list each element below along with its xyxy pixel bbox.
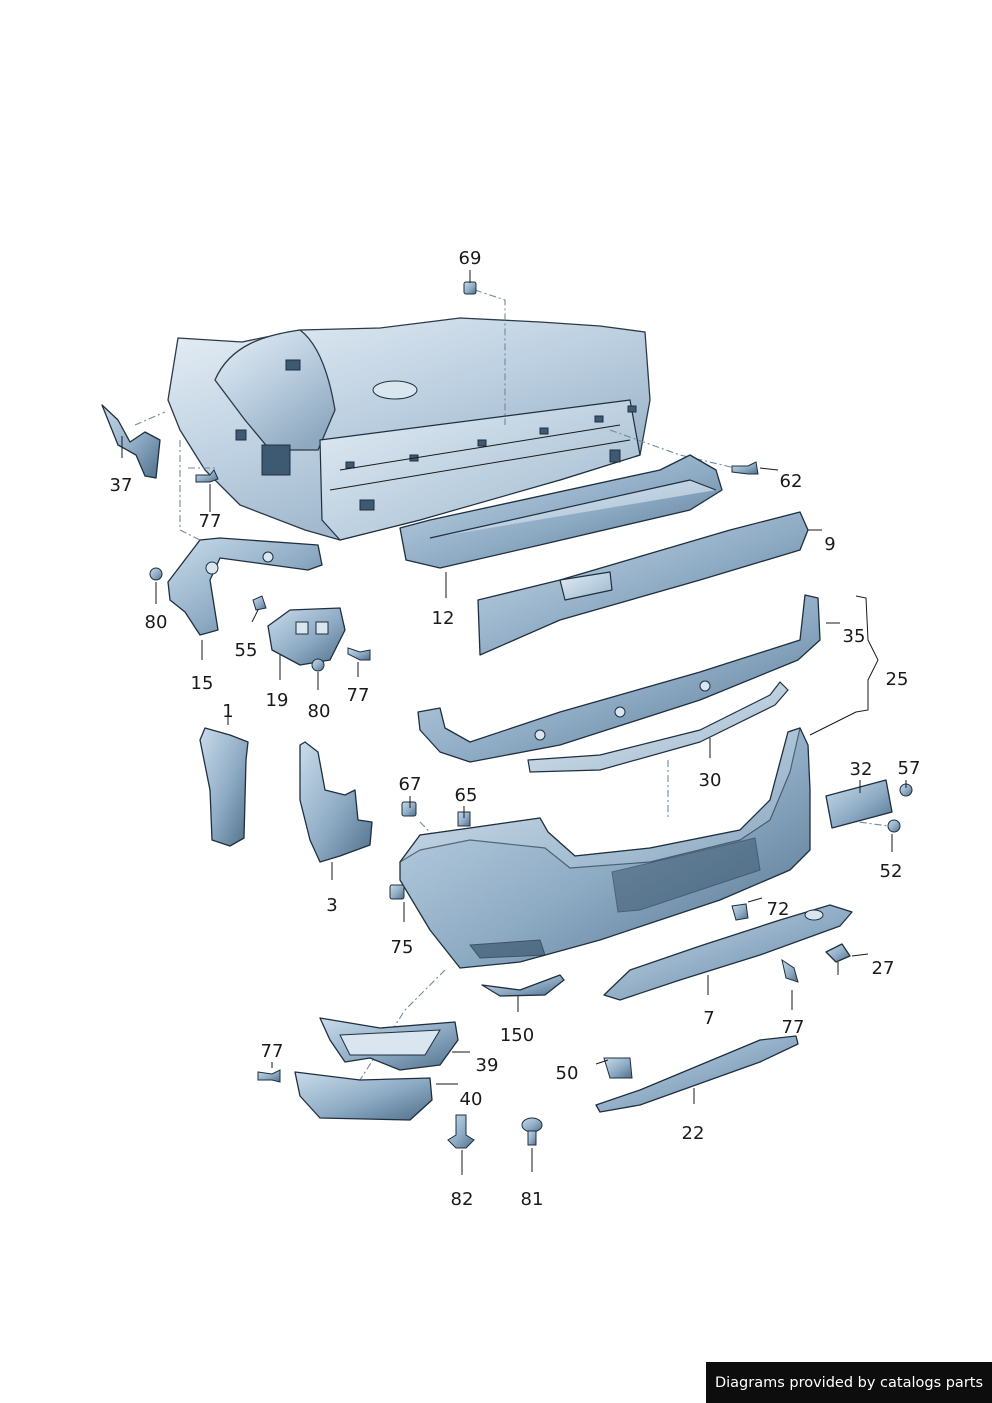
screw-77d [257,1069,281,1083]
strip-part-150 [481,974,565,997]
mounting-rail-part-35 [417,594,821,763]
cap-part-27 [825,943,851,975]
callout-72: 72 [766,899,790,920]
cover-part-40 [294,1071,433,1121]
callout-40: 40 [459,1089,483,1110]
diffuser-part-7 [603,904,853,1001]
leader-lines [121,270,907,1175]
callout-80: 80 [144,612,168,633]
bracket-part-19 [267,607,346,666]
nut-80b [311,658,325,672]
impact-beam-part-12 [399,454,723,569]
callout-9: 9 [824,534,836,555]
callout-67: 67 [398,774,422,795]
callout-65: 65 [454,785,478,806]
rear-body-shell [167,317,651,541]
screw-65 [457,811,471,827]
callout-57: 57 [897,758,921,779]
grille-trim-part-39 [319,1017,459,1071]
callout-3: 3 [326,895,338,916]
callout-77: 77 [260,1041,284,1062]
callout-77: 77 [781,1017,805,1038]
clip-72 [731,903,749,921]
rivet-82 [447,1114,475,1149]
clip-55 [252,595,267,611]
screw-81 [521,1117,543,1146]
attribution-footer: Diagrams provided by catalogs parts [706,1362,992,1403]
plate-part-32 [825,779,893,829]
callout-77: 77 [346,685,370,706]
callout-69: 69 [458,248,482,269]
callout-150: 150 [499,1025,535,1046]
clip-67 [401,801,417,817]
trim-strip-part-30 [527,681,789,773]
callout-27: 27 [871,958,895,979]
screw-77b [347,647,371,661]
assembly-lines [134,289,889,1081]
callout-52: 52 [879,861,903,882]
callout-19: 19 [265,690,289,711]
callout-39: 39 [475,1055,499,1076]
bracket-part-37 [101,404,161,479]
nut-52 [887,819,901,833]
callout-35: 35 [842,626,866,647]
energy-absorber-part-9 [477,511,809,656]
lower-strip-part-22 [595,1035,799,1113]
mud-flap-part-3 [299,741,373,863]
nut-80a [149,567,163,581]
callout-22: 22 [681,1123,705,1144]
callout-7: 7 [703,1008,715,1029]
callout-62: 62 [779,471,803,492]
callout-55: 55 [234,640,258,661]
nut-69 [463,281,477,295]
callout-50: 50 [555,1063,579,1084]
callout-37: 37 [109,475,133,496]
callout-82: 82 [450,1189,474,1210]
callout-77: 77 [198,511,222,532]
screw-77a [195,469,219,483]
screw-77c [781,958,799,983]
callout-32: 32 [849,759,873,780]
callout-12: 12 [431,608,455,629]
callout-80: 80 [307,701,331,722]
callout-75: 75 [390,937,414,958]
bolt-62 [731,461,759,475]
bracket-part-1 [199,727,249,847]
callout-25: 25 [885,669,909,690]
callout-1: 1 [222,701,234,722]
callout-30: 30 [698,770,722,791]
bumper-cover-part-25 [399,727,811,969]
fasteners [149,281,913,1149]
callout-15: 15 [190,673,214,694]
callout-81: 81 [520,1189,544,1210]
clip-75 [389,884,405,900]
side-mount-part-15 [167,537,323,636]
clip-50 [603,1057,633,1079]
